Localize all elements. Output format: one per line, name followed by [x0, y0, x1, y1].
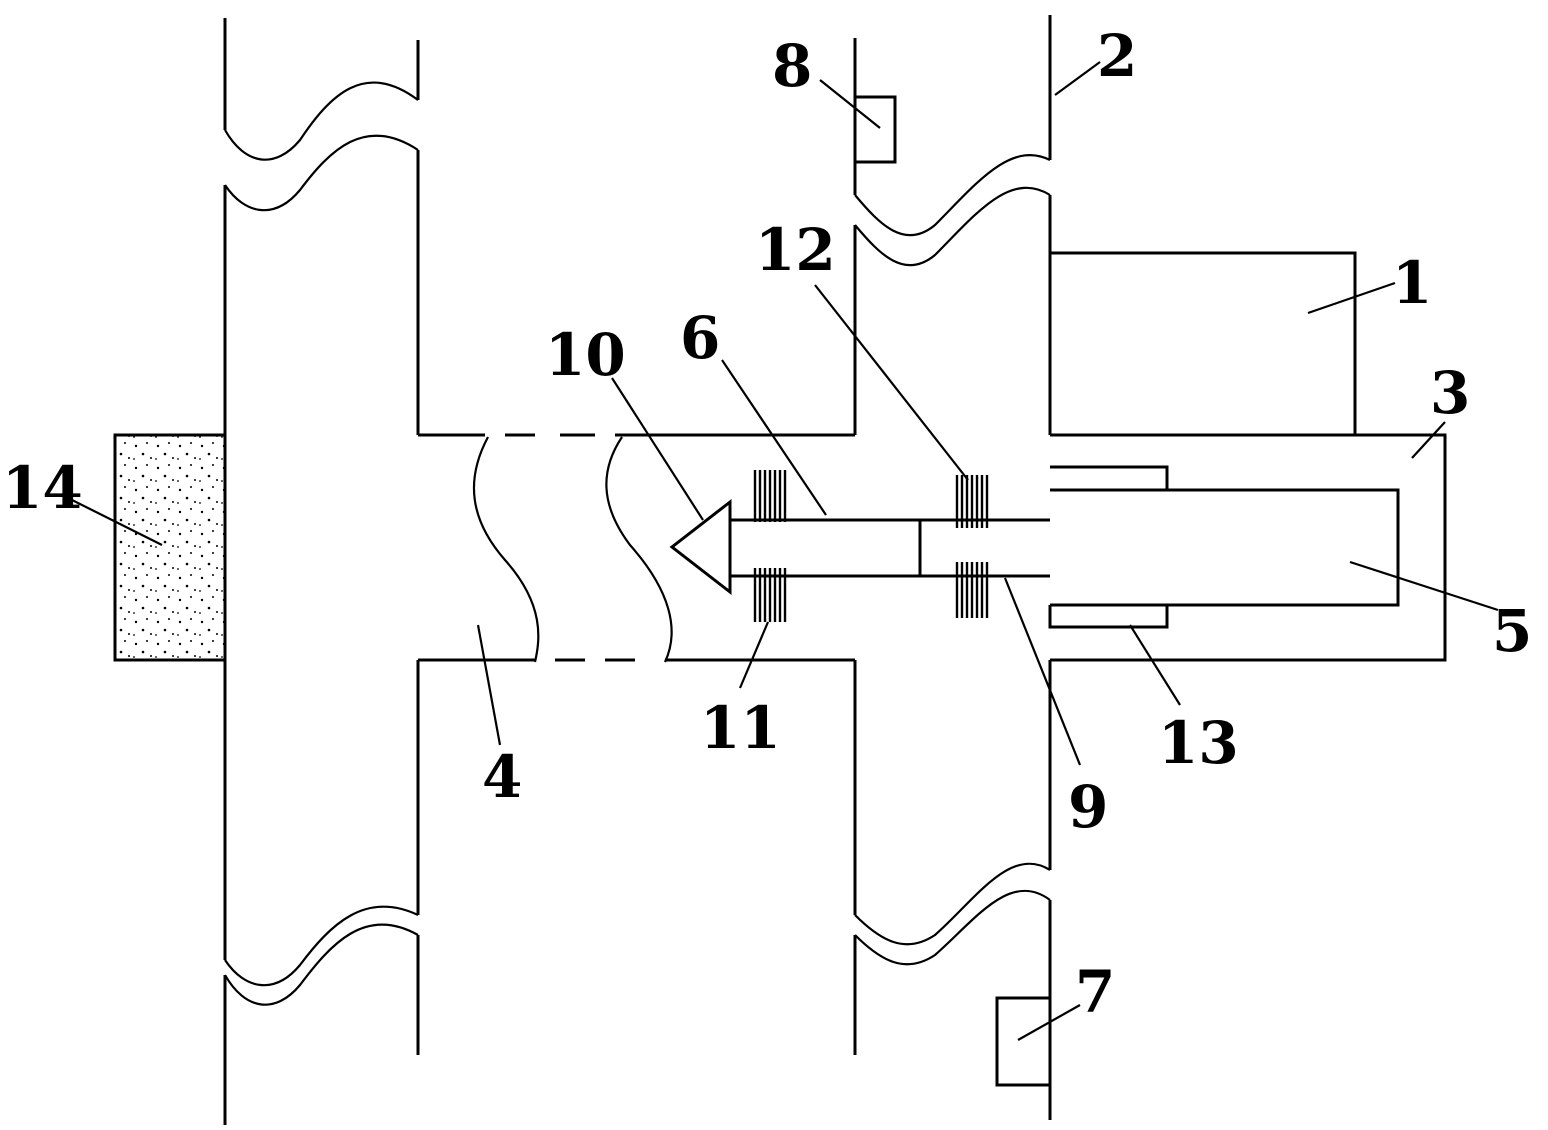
- label-7: 7: [1075, 958, 1115, 1026]
- leader-2: [1054, 61, 1101, 96]
- leader-5: [1349, 560, 1499, 612]
- leader-11: [738, 621, 770, 689]
- leader-14: [71, 499, 163, 546]
- arrow-head-10: [669, 498, 732, 596]
- label-8: 8: [772, 32, 812, 100]
- leader-4: [476, 624, 502, 746]
- label-10: 10: [545, 321, 626, 389]
- box-8: [853, 95, 897, 164]
- coil-9-lower: [955, 562, 989, 618]
- leader-13: [1129, 624, 1181, 706]
- piston-5: [1050, 488, 1400, 607]
- leader-7: [1017, 1004, 1081, 1041]
- leader-9: [1003, 577, 1082, 766]
- leader-12: [814, 284, 969, 481]
- label-5: 5: [1492, 597, 1532, 665]
- label-1: 1: [1392, 249, 1432, 317]
- coil-12-upper: [955, 475, 989, 528]
- box-7: [995, 996, 1052, 1087]
- left-wall: [223, 18, 420, 1125]
- label-2: 2: [1097, 22, 1137, 90]
- leader-1: [1307, 281, 1396, 315]
- label-9: 9: [1068, 773, 1108, 841]
- channel-bore: [418, 433, 855, 663]
- leader-lines: [71, 61, 1499, 1041]
- housing-3: [1050, 433, 1447, 662]
- label-12: 12: [755, 216, 836, 284]
- label-3: 3: [1430, 359, 1470, 427]
- coil-11-upper: [753, 470, 787, 522]
- leader-6: [721, 359, 827, 516]
- label-13: 13: [1158, 709, 1239, 777]
- leader-3: [1411, 421, 1446, 459]
- box-1: [1050, 251, 1357, 435]
- coil-11-lower: [753, 568, 787, 622]
- label-11: 11: [700, 694, 781, 762]
- rod-6: [730, 518, 1050, 578]
- break-line-top-right: [854, 154, 1051, 267]
- label-14: 14: [2, 454, 83, 522]
- leader-10: [611, 377, 704, 521]
- break-line-top-left: [224, 81, 419, 212]
- guide-13: [1048, 465, 1169, 629]
- break-line-bottom-right: [854, 862, 1051, 966]
- block-14: [113, 433, 227, 662]
- leader-8: [819, 79, 881, 129]
- break-line-bottom-left: [224, 905, 419, 1006]
- label-4: 4: [482, 743, 522, 811]
- label-6: 6: [680, 304, 720, 372]
